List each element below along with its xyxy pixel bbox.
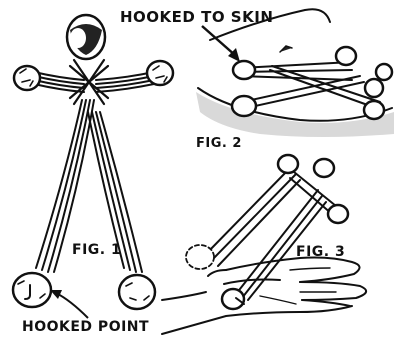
fig1-chest-binding — [70, 60, 108, 104]
label-fig1: FIG. 1 — [72, 242, 121, 258]
fig3-dashed-head — [186, 245, 214, 269]
label-hooked-to-skin: HOOKED TO SKIN — [120, 8, 273, 26]
label-fig3: FIG. 3 — [296, 244, 345, 260]
label-fig2: FIG. 2 — [196, 136, 242, 151]
fig2-figure — [196, 9, 394, 137]
hooked-to-skin-arrow — [202, 26, 236, 56]
fig1-head — [67, 15, 105, 59]
fig3-figure — [186, 155, 348, 309]
label-hooked-point: HOOKED POINT — [22, 319, 149, 335]
fig1-figure — [13, 15, 173, 309]
fig1-feet — [13, 273, 155, 309]
hooked-point-arrow — [56, 293, 88, 318]
